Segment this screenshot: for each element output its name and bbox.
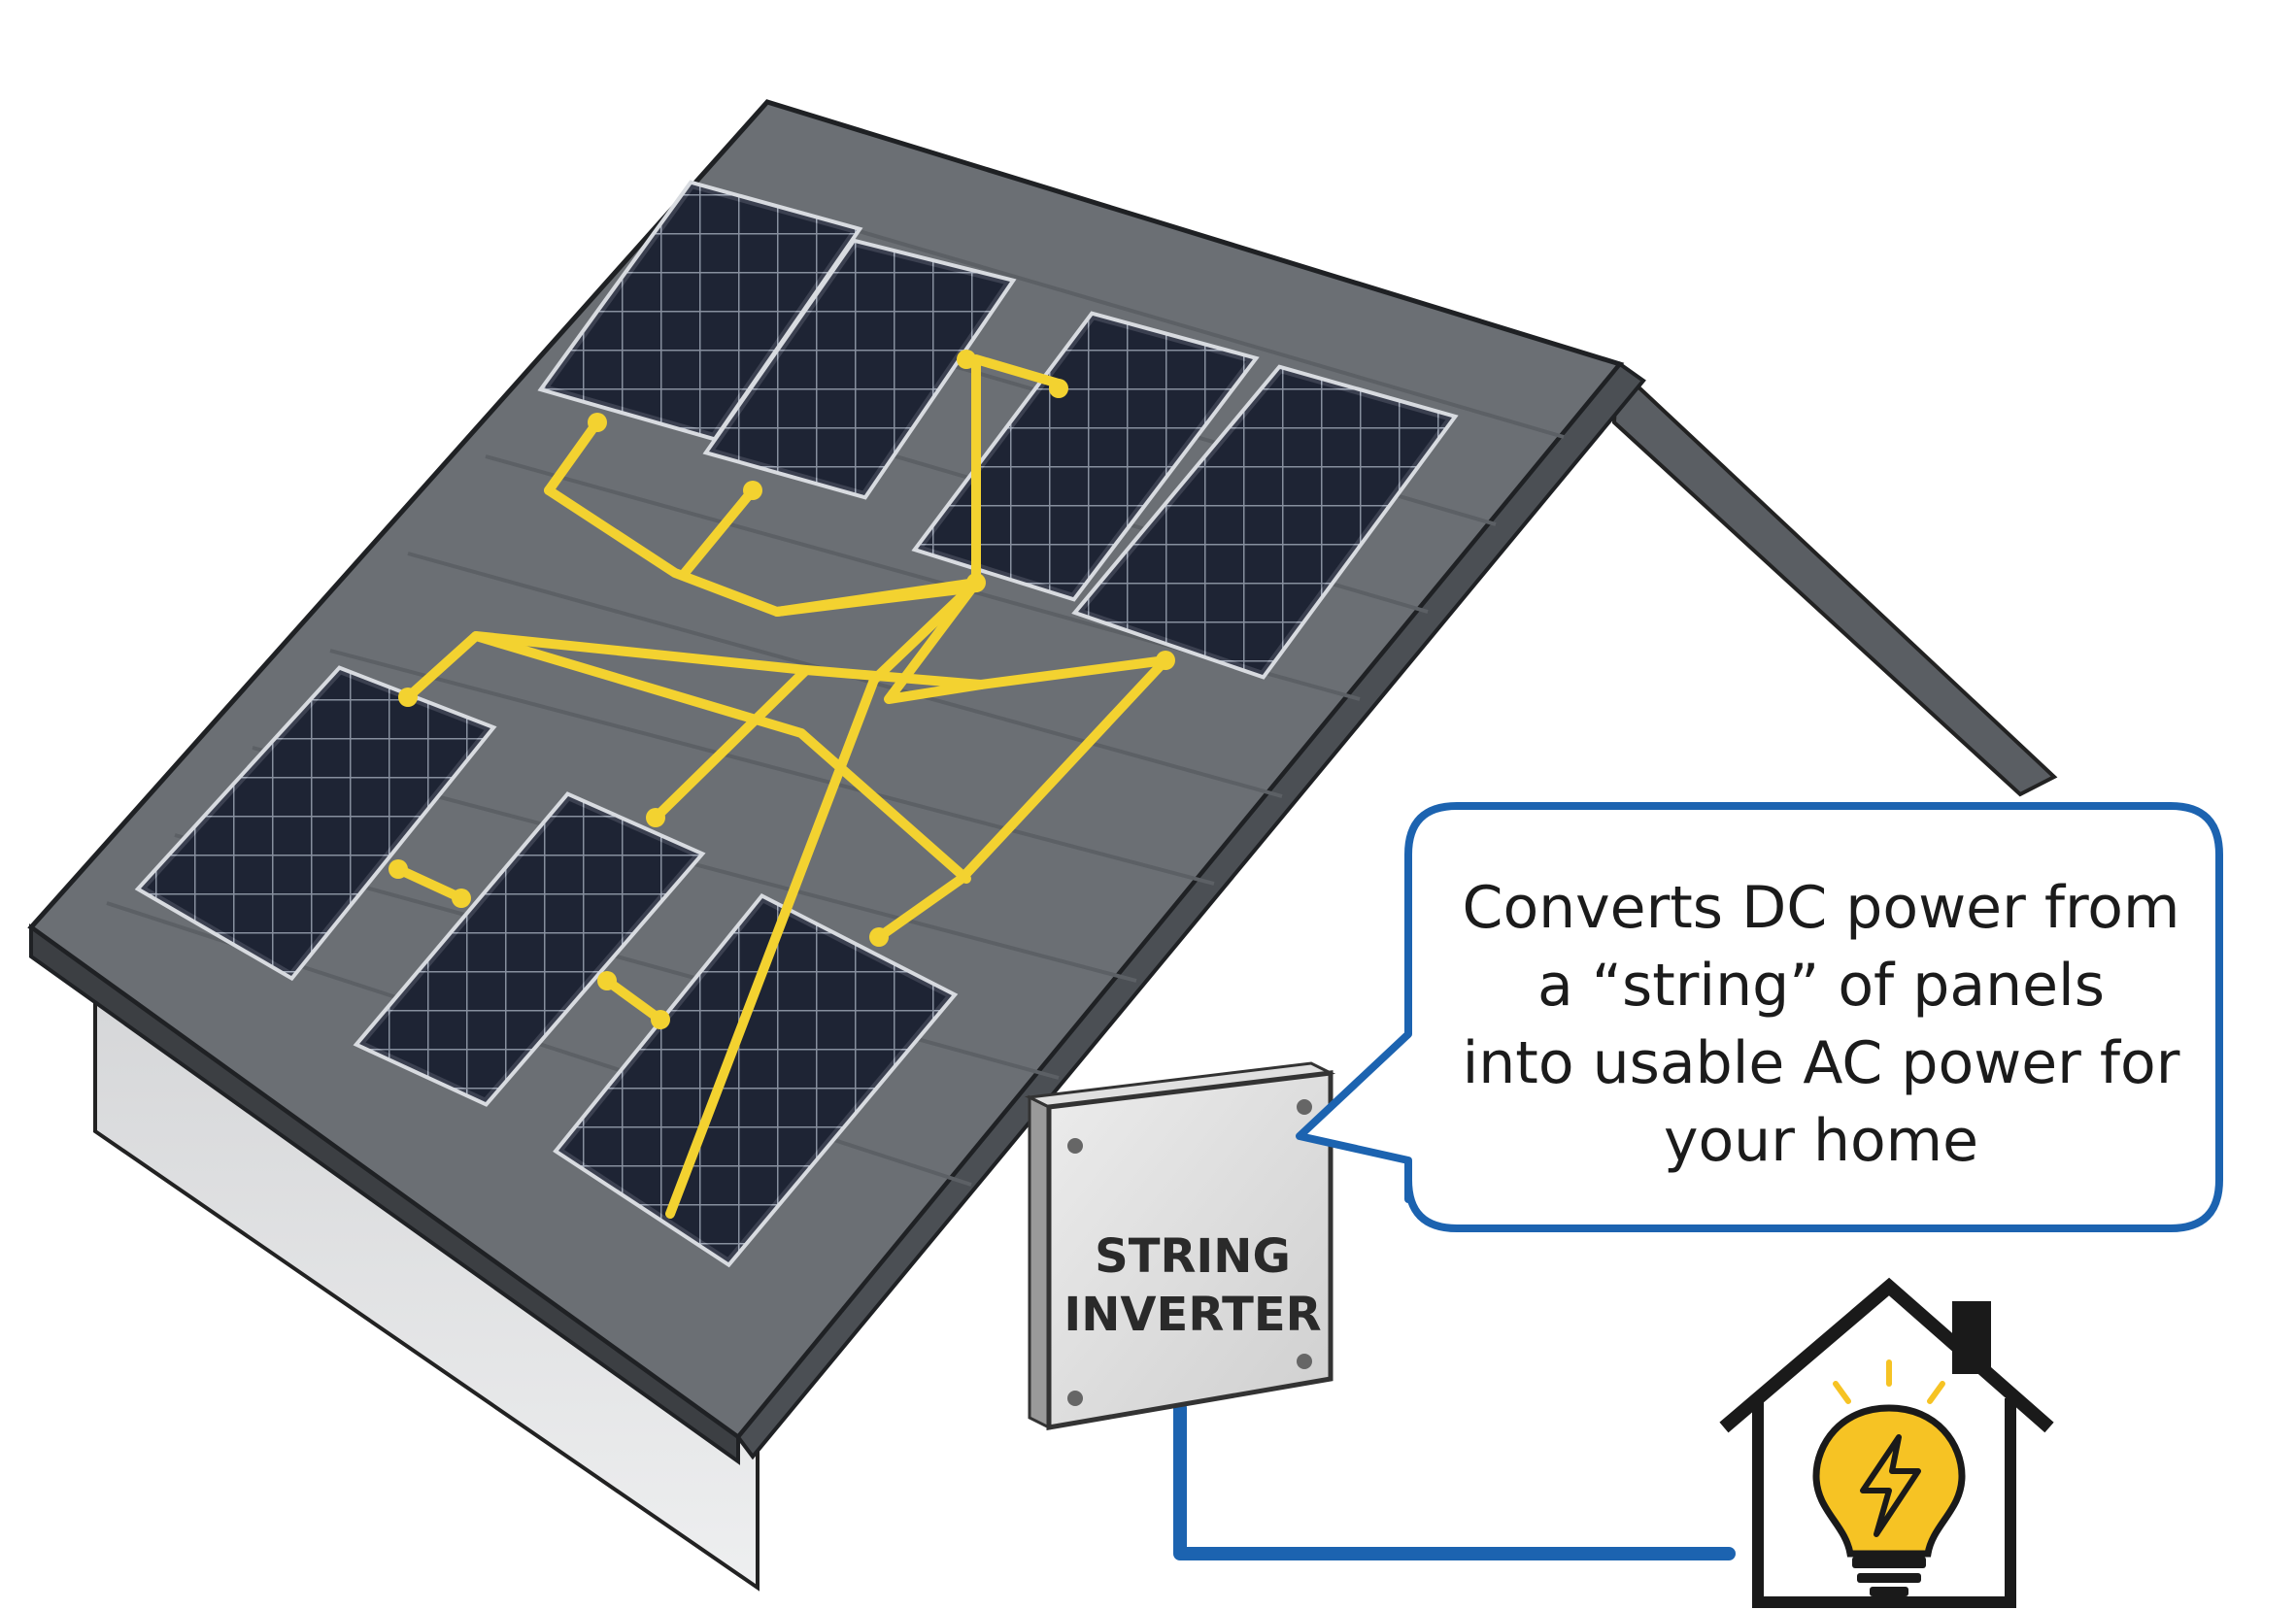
callout-line3: into usable AC power for [1463,1029,2180,1097]
solar-panel [1071,364,1459,680]
solar-panel [537,180,863,442]
solar-panel [353,791,706,1107]
house-icon [1719,1277,2054,1608]
callout-line1: Converts DC power from [1463,874,2180,942]
dc-string-wiring [393,354,1170,1219]
dc-wire-connectors [388,350,1175,1029]
lightning-bolt-icon [1860,1434,1921,1537]
solar-panel [134,665,497,982]
solar-panel-array [134,180,1459,1268]
solar-panel [553,892,959,1268]
inverter-label-line2: INVERTER [1064,1288,1321,1342]
solar-panel [702,238,1017,500]
lightbulb-icon [1812,1359,1966,1596]
ac-power-line [1173,1401,1736,1560]
string-inverter: STRING INVERTER [1024,1061,1336,1430]
callout-bubble: Converts DC power from a “string” of pan… [1296,802,2223,1232]
inverter-label-line1: STRING [1095,1229,1291,1284]
callout-line2: a “string” of panels [1537,952,2105,1020]
callout-line4: your home [1664,1107,1978,1175]
